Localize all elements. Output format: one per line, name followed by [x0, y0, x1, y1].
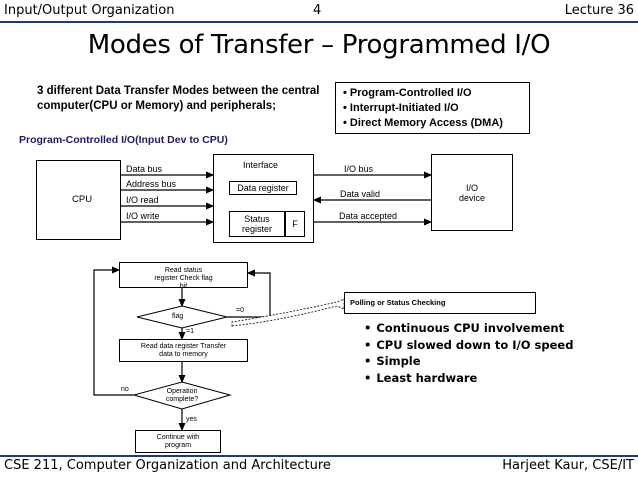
footer-author: Harjeet Kaur, CSE/IT: [502, 458, 634, 473]
io-write-label: I/O write: [126, 211, 160, 221]
address-bus-label: Address bus: [126, 179, 177, 189]
status-register-label: Status register: [241, 214, 272, 234]
no-label: no: [121, 386, 129, 393]
characteristic-item: Simple: [364, 353, 573, 370]
header-course-topic: Input/Output Organization: [4, 3, 175, 18]
polling-callout: Polling or Status Checking: [344, 292, 536, 314]
read-status-label: Read status register Check flag bit: [154, 267, 213, 290]
cpu-label: CPU: [72, 194, 93, 205]
slide-title: Modes of Transfer – Programmed I/O: [87, 30, 551, 60]
mode-item: • Program-Controlled I/O: [343, 87, 472, 99]
mode-item: • Interrupt-Initiated I/O: [343, 102, 459, 114]
mode-item: • Direct Memory Access (DMA): [343, 117, 503, 129]
read-data-box: Read data register Transfer data to memo…: [119, 339, 248, 362]
flag-one-label: =1: [186, 328, 194, 335]
flag-zero-label: =0: [236, 307, 244, 314]
interface-label: Interface: [243, 160, 279, 170]
status-register-box: Status register: [229, 211, 285, 237]
data-bus-label: Data bus: [126, 164, 163, 174]
flow-flag-zero-loop: [227, 269, 271, 318]
operation-decision-diamond: [132, 381, 232, 410]
status-flag-label: F: [292, 219, 298, 229]
header-lecture: Lecture 36: [564, 3, 634, 18]
read-status-box: Read status register Check flag bit: [119, 262, 248, 290]
flow-no-loop: [93, 266, 134, 396]
footer-rule: [0, 455, 638, 457]
continue-box: Continue with program: [135, 430, 221, 453]
characteristics-list: Continuous CPU involvement CPU slowed do…: [364, 320, 573, 386]
continue-label: Continue with program: [156, 434, 200, 449]
diagram-title: Program-Controlled I/O(Input Dev to CPU): [19, 134, 228, 146]
operation-label: Operation complete?: [165, 388, 199, 403]
callout-pointer: [231, 298, 345, 327]
io-read-label: I/O read: [126, 195, 159, 205]
characteristic-item: Continuous CPU involvement: [364, 320, 573, 337]
header-rule: [0, 21, 638, 23]
slide-number: 4: [313, 3, 322, 18]
data-register-box: Data register: [229, 181, 297, 195]
intro-text: 3 different Data Transfer Modes between …: [37, 85, 320, 112]
read-data-label: Read data register Transfer data to memo…: [140, 343, 227, 358]
data-accepted-label: Data accepted: [339, 211, 398, 221]
io-bus-label: I/O bus: [344, 164, 374, 174]
status-flag-box: F: [285, 211, 305, 237]
io-device-label: I/O device: [458, 183, 485, 203]
characteristic-item: Least hardware: [364, 370, 573, 387]
data-register-label: Data register: [237, 183, 289, 193]
modes-box: • Program-Controlled I/O • Interrupt-Ini…: [335, 82, 530, 134]
cpu-box: [36, 160, 121, 240]
yes-label: yes: [186, 416, 197, 423]
flag-label: flag: [172, 313, 184, 320]
flag-decision-diamond: [136, 305, 228, 329]
data-valid-label: Data valid: [340, 189, 381, 199]
io-device-box: I/O device: [431, 154, 513, 231]
characteristic-item: CPU slowed down to I/O speed: [364, 337, 573, 354]
footer-course: CSE 211, Computer Organization and Archi…: [4, 458, 331, 473]
